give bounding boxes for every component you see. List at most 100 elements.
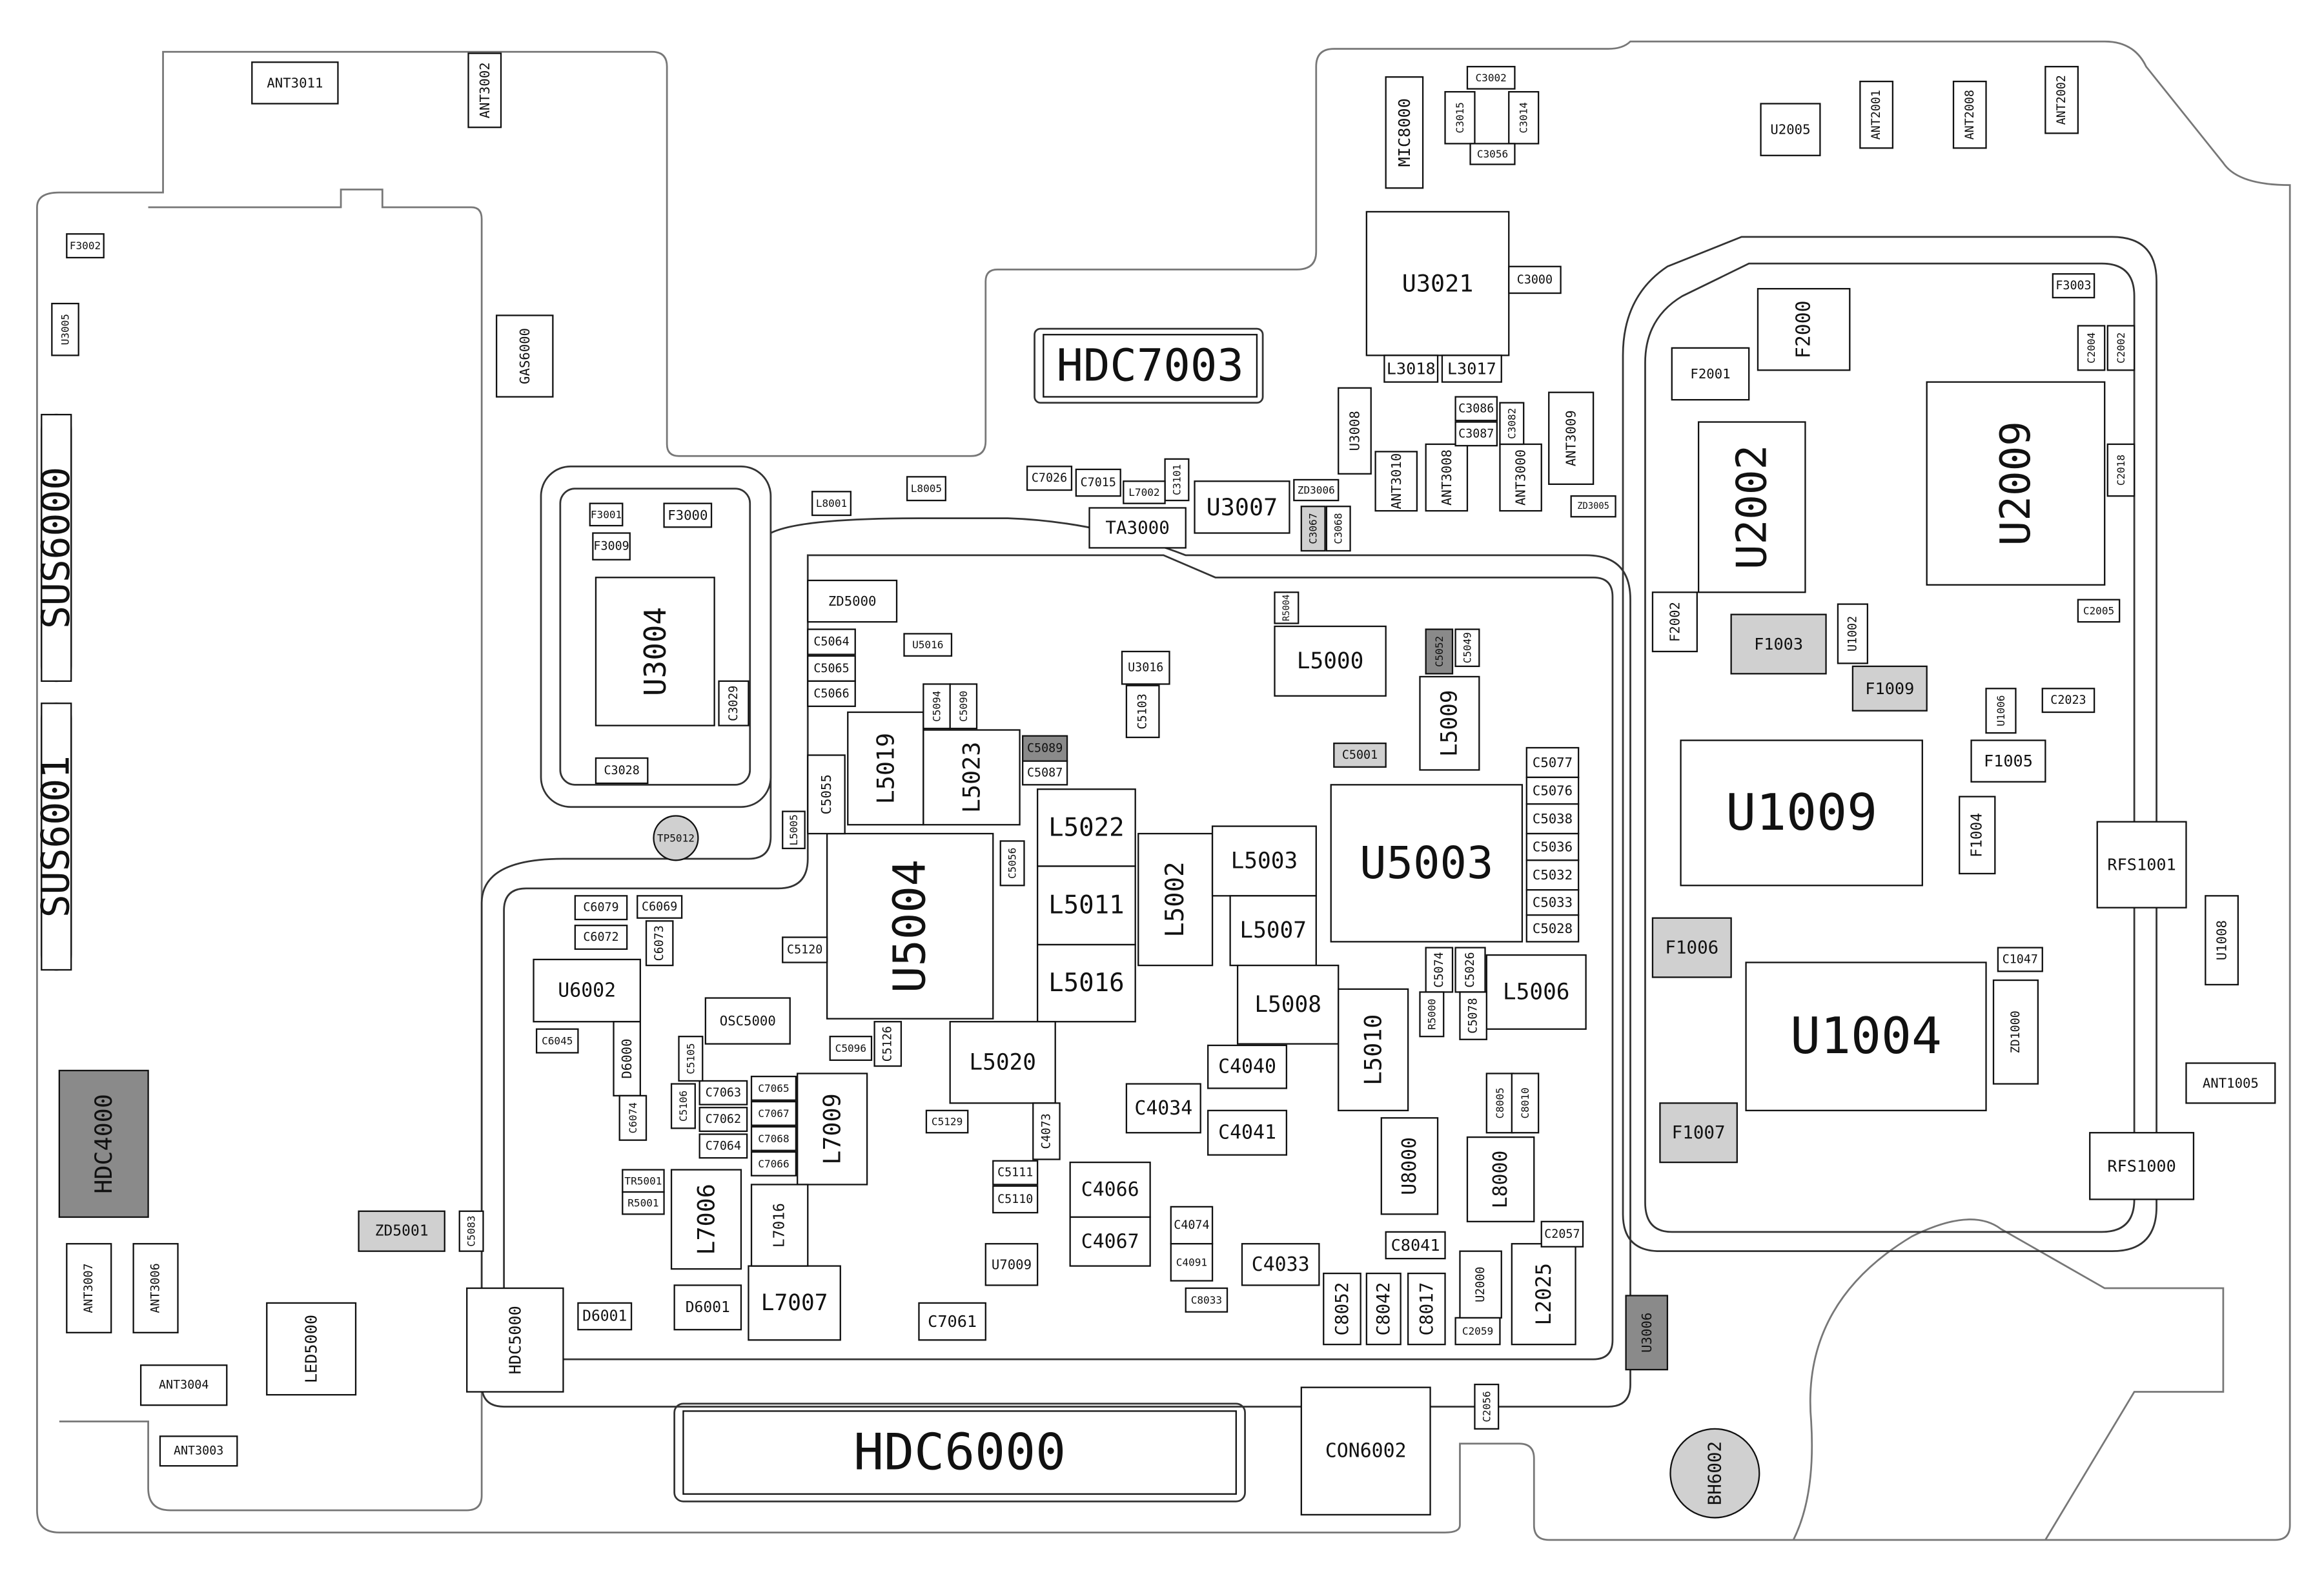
component-label: L5007	[1239, 918, 1307, 943]
component-body	[1338, 387, 1372, 475]
component-label: F3002	[70, 240, 101, 252]
component-tr5001: TR5001	[622, 1169, 665, 1193]
component-label: C5074	[1432, 952, 1446, 987]
component-label: C3056	[1477, 148, 1508, 160]
component-label: ANT3007	[82, 1263, 96, 1313]
component-c5083: C5083	[458, 1210, 484, 1252]
component-label: C4091	[1176, 1256, 1207, 1268]
component-label: ANT2008	[1963, 90, 1977, 139]
component-c6069: C6069	[637, 895, 683, 919]
component-body	[1425, 628, 1454, 675]
component-f3000: F3000	[663, 502, 713, 528]
component-hdc6000: HDC6000	[682, 1410, 1237, 1495]
component-l5005: L5005	[782, 810, 806, 850]
component-c3087: C3087	[1454, 421, 1498, 447]
component-l7007: L7007	[748, 1265, 841, 1341]
component-body	[1525, 889, 1580, 916]
component-c7026: C7026	[1026, 466, 1073, 491]
component-body	[1760, 103, 1821, 156]
component-c2023: C2023	[2041, 688, 2095, 714]
component-body	[132, 1243, 179, 1333]
component-c4091: C4091	[1170, 1243, 1214, 1282]
component-hdc4000: HDC4000	[58, 1069, 149, 1218]
component-sus6001: SUS6001	[34, 703, 79, 971]
component-body	[1548, 391, 1595, 485]
component-u1004: U1004	[1745, 961, 1987, 1111]
component-body	[2089, 1132, 2195, 1200]
component-body	[1293, 478, 1340, 502]
component-mic8000: MIC8000	[1385, 76, 1424, 189]
component-body	[2077, 599, 2121, 623]
component-label: C7068	[758, 1133, 789, 1145]
component-body	[2052, 273, 2095, 299]
component-body	[1164, 458, 1190, 502]
component-body	[1444, 91, 1476, 145]
component-label: C7065	[758, 1082, 789, 1094]
component-label: C6045	[542, 1035, 573, 1047]
component-c8005: C8005	[1485, 1073, 1514, 1134]
component-body	[811, 491, 852, 517]
component-l5007: L5007	[1229, 895, 1317, 967]
component-f1007: F1007	[1659, 1102, 1738, 1164]
component-label: L5006	[1503, 979, 1570, 1005]
component-u5016: U5016	[903, 633, 953, 657]
component-gas6000: GAS6000	[495, 314, 554, 398]
component-label: L3017	[1447, 359, 1496, 378]
component-body	[1926, 381, 2106, 586]
component-label: GAS6000	[517, 328, 533, 384]
component-label: L5010	[1360, 1014, 1387, 1085]
component-label: U2009	[1992, 421, 2040, 546]
component-body	[1365, 210, 1510, 356]
component-label: U1004	[1790, 1007, 1942, 1065]
component-u2000: U2000	[1459, 1250, 1502, 1319]
component-body	[1036, 865, 1136, 946]
component-label: L5020	[969, 1049, 1036, 1075]
component-body	[1651, 917, 1732, 978]
component-body	[807, 655, 856, 682]
component-c2002: C2002	[2106, 325, 2135, 371]
component-label: C4040	[1218, 1056, 1276, 1078]
component-label: C5032	[1533, 867, 1573, 883]
component-body	[807, 628, 856, 655]
component-u1006: U1006	[1985, 688, 2017, 734]
component-r5004: R5004	[1274, 591, 1300, 624]
component-c8052: C8052	[1323, 1272, 1361, 1346]
component-label: OSC5000	[720, 1013, 776, 1029]
component-label: ZD5001	[375, 1223, 429, 1240]
component-label: L5011	[1048, 891, 1124, 920]
component-body	[1508, 265, 1562, 294]
component-label: C4033	[1252, 1253, 1310, 1276]
component-label: RFS1001	[2107, 856, 2176, 874]
component-body	[1236, 964, 1340, 1045]
component-body	[949, 683, 978, 730]
component-f2002: F2002	[1651, 591, 1698, 653]
component-body	[1365, 1272, 1402, 1346]
component-body	[41, 703, 72, 971]
component-c3000: C3000	[1508, 265, 1562, 294]
component-body	[1952, 80, 1987, 149]
component-body	[1540, 1220, 1584, 1248]
component-body	[750, 1184, 809, 1267]
component-ant3003: ANT3003	[159, 1435, 238, 1467]
component-body	[1508, 91, 1540, 145]
component-l7016: L7016	[750, 1184, 809, 1267]
component-body	[1485, 1073, 1514, 1134]
component-label: L5019	[872, 733, 899, 804]
component-osc5000: OSC5000	[704, 997, 791, 1045]
component-label: U5016	[912, 639, 943, 651]
component-ant3004: ANT3004	[139, 1364, 228, 1406]
component-body	[1511, 1073, 1540, 1134]
component-label: C5126	[881, 1026, 895, 1062]
component-u3005: U3005	[51, 302, 79, 356]
component-u6002: U6002	[533, 958, 641, 1023]
component-label: L7009	[819, 1093, 846, 1164]
component-label: LED5000	[302, 1315, 321, 1383]
component-u3008: U3008	[1338, 387, 1372, 475]
component-c3014: C3014	[1508, 91, 1540, 145]
component-label: C2002	[2115, 333, 2127, 364]
component-label: C4074	[1174, 1218, 1209, 1232]
component-body	[1454, 1317, 1501, 1346]
component-label: U1008	[2214, 920, 2230, 960]
